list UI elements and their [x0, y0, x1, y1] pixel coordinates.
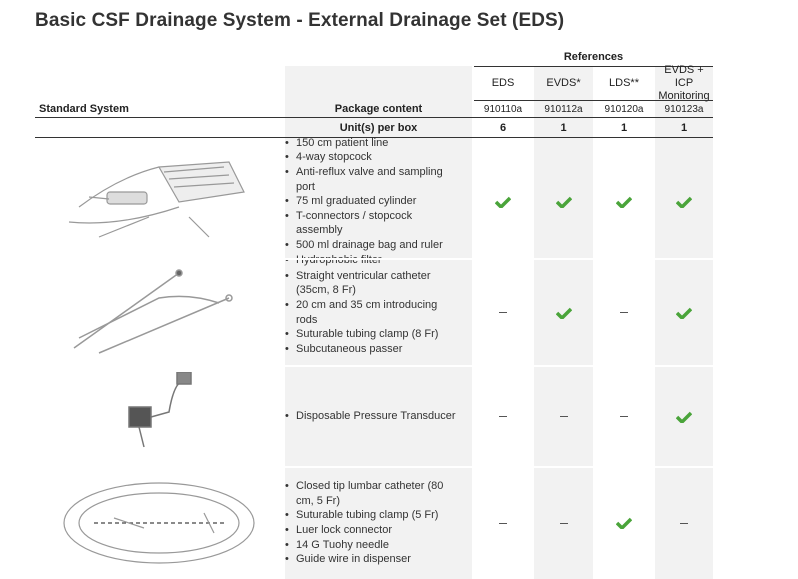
package-item: Luer lock connector	[285, 523, 460, 538]
package-item: 150 cm patient line	[285, 136, 460, 151]
column-header-name: EDS	[491, 77, 515, 89]
check-icon	[555, 307, 572, 319]
availability-cell	[595, 467, 653, 579]
package-item: Suturable tubing clamp (8 Fr)	[285, 327, 460, 342]
availability-cell	[655, 467, 713, 579]
package-item: 4-way stopcock	[285, 150, 460, 165]
package-item-list: 150 cm patient line4-way stopcockAnti-re…	[285, 136, 460, 267]
pressure-transducer-image	[35, 367, 283, 466]
availability-cell	[474, 145, 532, 258]
package-content-cell: Closed tip lumbar catheter (80 cm, 5 Fr)…	[285, 467, 472, 579]
availability-cell	[655, 260, 713, 365]
package-item: Guide wire in dispenser	[285, 552, 460, 567]
dash-icon	[559, 416, 568, 417]
availability-cell	[595, 260, 653, 365]
availability-cell	[474, 467, 532, 579]
column-header-name: EVDS + ICP Monitoring	[658, 64, 710, 102]
check-icon	[616, 517, 632, 529]
dash-icon	[680, 522, 688, 524]
availability-cell	[595, 145, 653, 258]
column-units: 6	[499, 121, 507, 134]
standard-system-header: Standard System	[39, 103, 129, 115]
column-units: 1	[680, 121, 688, 134]
icp-column-shade	[655, 66, 713, 579]
column-header-code: 910112a	[544, 103, 583, 115]
package-content-cell: 150 cm patient line4-way stopcockAnti-re…	[285, 136, 472, 267]
availability-cell	[655, 145, 713, 258]
package-item: 20 cm and 35 cm introducing rods	[285, 298, 460, 327]
dash-icon	[499, 522, 507, 524]
package-item: Anti-reflux valve and sampling port	[285, 165, 460, 194]
availability-cell	[595, 367, 653, 466]
availability-cell	[474, 260, 532, 365]
check-icon	[676, 411, 692, 423]
column-header-code: 910120a	[604, 103, 644, 115]
package-content-header: Package content	[334, 103, 423, 115]
ventricular-catheter-image	[35, 260, 283, 365]
availability-cell	[655, 367, 713, 466]
dash-icon	[499, 312, 507, 313]
package-item: 500 ml drainage bag and ruler	[285, 238, 460, 253]
check-icon	[616, 196, 632, 208]
lumbar-catheter-image	[35, 467, 283, 579]
evds-column-shade	[534, 66, 593, 579]
package-item: Closed tip lumbar catheter (80 cm, 5 Fr)	[285, 479, 460, 508]
package-item: Straight ventricular catheter (35cm, 8 F…	[285, 269, 460, 298]
column-units: 1	[560, 121, 567, 134]
dash-icon	[620, 416, 628, 417]
units-header: Unit(s) per box	[339, 122, 418, 134]
package-item-list: Straight ventricular catheter (35cm, 8 F…	[285, 269, 460, 357]
check-icon	[676, 196, 692, 208]
package-content-cell: Disposable Pressure Transducer	[285, 367, 472, 466]
column-header-code: 910110a	[483, 103, 523, 115]
dash-icon	[559, 522, 568, 524]
check-icon	[555, 196, 572, 208]
column-header-code: 910123a	[664, 103, 704, 115]
package-item: Suturable tubing clamp (5 Fr)	[285, 508, 460, 523]
page-title: Basic CSF Drainage System - External Dra…	[35, 10, 565, 31]
availability-cell	[534, 260, 593, 365]
package-item: Disposable Pressure Transducer	[285, 409, 460, 424]
availability-cell	[534, 367, 593, 466]
check-icon	[495, 196, 511, 208]
package-content-cell: Straight ventricular catheter (35cm, 8 F…	[285, 260, 472, 365]
column-header-name: LDS**	[609, 77, 639, 89]
package-item: Subcutaneous passer	[285, 342, 460, 357]
references-header: References	[563, 51, 624, 63]
dash-icon	[620, 312, 628, 313]
package-item-list: Closed tip lumbar catheter (80 cm, 5 Fr)…	[285, 479, 460, 567]
availability-cell	[534, 467, 593, 579]
package-item-list: Disposable Pressure Transducer	[285, 409, 460, 424]
package-item: 75 ml graduated cylinder	[285, 194, 460, 209]
column-units: 1	[620, 121, 628, 134]
package-item: 14 G Tuohy needle	[285, 538, 460, 553]
package-item: T-connectors / stopcock assembly	[285, 209, 460, 238]
availability-cell	[534, 145, 593, 258]
availability-cell	[474, 367, 532, 466]
check-icon	[676, 307, 692, 319]
drainage-set-image	[35, 145, 283, 258]
column-header-name: EVDS*	[546, 77, 581, 89]
dash-icon	[499, 416, 507, 417]
